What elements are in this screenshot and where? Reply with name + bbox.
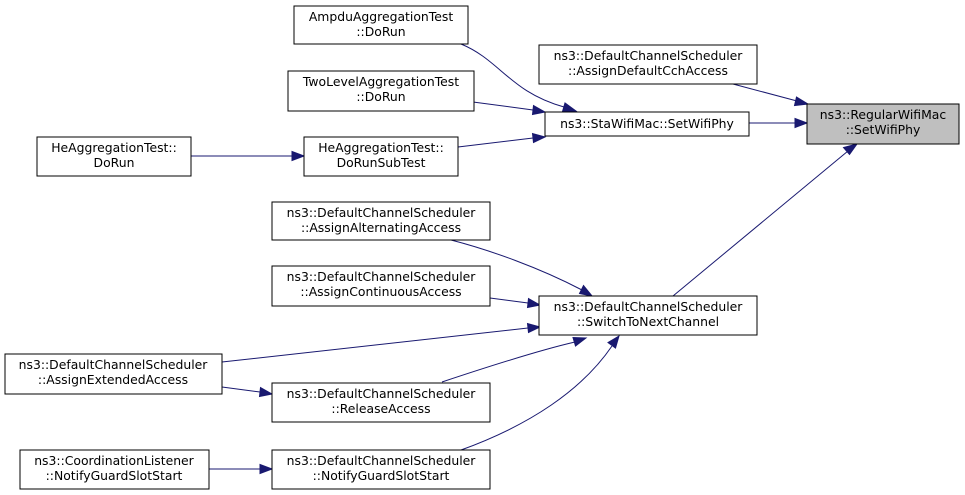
node-sta-setwifiphy-line-1: ns3::StaWifiMac::SetWifiPhy <box>560 116 734 131</box>
edge-assignextended-to-releaseaccess <box>221 386 274 398</box>
edge-he-dorunsubtest-to-sta-setwifiphy <box>457 132 547 148</box>
node-coord-notifyguard-line-2: ::NotifyGuardSlotStart <box>46 468 183 483</box>
node-ampdu-dorun-line-1: AmpduAggregationTest <box>309 9 454 24</box>
node-dcs-assigncontinuous-line-1: ns3::DefaultChannelScheduler <box>287 269 477 284</box>
node-dcs-switchtonext-line-2: ::SwitchToNextChannel <box>577 314 719 329</box>
node-dcs-assigndefaultcch-line-2: ::AssignDefaultCchAccess <box>568 63 728 78</box>
node-he-dorunsubtest[interactable]: HeAggregationTest:: DoRunSubTest <box>303 136 459 177</box>
node-he-dorunsubtest-line-1: HeAggregationTest:: <box>318 140 444 155</box>
edge-notifyguard-to-switchtonext <box>460 334 620 451</box>
node-dcs-assignextended-line-1: ns3::DefaultChannelScheduler <box>19 357 209 372</box>
edge-ampdu-dorun-to-sta-setwifiphy <box>460 43 578 113</box>
edge-assignextended-to-switchtonext <box>221 322 542 363</box>
edge-assigndefaultcch-to-regular-setwifiphy <box>732 83 810 107</box>
edge-coord-notifyguard-to-notifyguard <box>209 463 274 475</box>
node-dcs-assignalternating-line-1: ns3::DefaultChannelScheduler <box>287 205 477 220</box>
node-dcs-notifyguard[interactable]: ns3::DefaultChannelScheduler ::NotifyGua… <box>271 449 491 490</box>
node-dcs-assigncontinuous-line-2: ::AssignContinuousAccess <box>300 284 461 299</box>
node-coord-notifyguard[interactable]: ns3::CoordinationListener ::NotifyGuardS… <box>19 449 210 490</box>
node-dcs-assigndefaultcch-line-1: ns3::DefaultChannelScheduler <box>554 48 744 63</box>
node-dcs-releaseaccess[interactable]: ns3::DefaultChannelScheduler ::ReleaseAc… <box>271 382 491 423</box>
node-regular-setwifiphy-line-2: ::SetWifiPhy <box>846 122 921 137</box>
node-dcs-notifyguard-line-1: ns3::DefaultChannelScheduler <box>287 453 477 468</box>
node-he-dorun[interactable]: HeAggregationTest:: DoRun <box>36 136 192 177</box>
node-dcs-assignalternating[interactable]: ns3::DefaultChannelScheduler ::AssignAlt… <box>271 201 491 241</box>
node-twolevel-dorun-line-1: TwoLevelAggregationTest <box>302 74 459 89</box>
edge-he-dorun-to-he-dorunsubtest <box>190 150 306 162</box>
node-dcs-switchtonext-line-1: ns3::DefaultChannelScheduler <box>554 299 744 314</box>
node-he-dorun-line-2: DoRun <box>94 155 135 170</box>
node-he-dorunsubtest-line-2: DoRunSubTest <box>337 155 426 170</box>
edge-assignalternating-to-switchtonext <box>450 239 594 297</box>
node-dcs-notifyguard-line-2: ::NotifyGuardSlotStart <box>313 468 450 483</box>
node-he-dorun-line-1: HeAggregationTest:: <box>51 140 177 155</box>
node-coord-notifyguard-line-1: ns3::CoordinationListener <box>34 453 194 468</box>
node-ampdu-dorun[interactable]: AmpduAggregationTest ::DoRun <box>293 5 469 45</box>
node-regular-setwifiphy[interactable]: ns3::RegularWifiMac ::SetWifiPhy <box>806 103 960 145</box>
node-dcs-assignextended-line-2: ::AssignExtendedAccess <box>38 372 188 387</box>
node-twolevel-dorun[interactable]: TwoLevelAggregationTest ::DoRun <box>287 70 475 112</box>
node-dcs-assignextended[interactable]: ns3::DefaultChannelScheduler ::AssignExt… <box>4 353 223 395</box>
node-dcs-assigndefaultcch[interactable]: ns3::DefaultChannelScheduler ::AssignDef… <box>538 44 758 85</box>
edges-layer <box>190 43 859 475</box>
edge-assigncontinuous-to-switchtonext <box>489 297 542 309</box>
node-dcs-releaseaccess-line-1: ns3::DefaultChannelScheduler <box>287 386 477 401</box>
edge-switchtonext-to-regular-setwifiphy <box>672 143 859 297</box>
node-ampdu-dorun-line-2: ::DoRun <box>356 24 405 39</box>
node-regular-setwifiphy-line-1: ns3::RegularWifiMac <box>820 107 947 122</box>
edge-sta-setwifiphy-to-regular-setwifiphy <box>749 117 809 129</box>
node-dcs-releaseaccess-line-2: ::ReleaseAccess <box>331 401 430 416</box>
nodes-layer: ns3::RegularWifiMac ::SetWifiPhy ns3::St… <box>4 5 960 490</box>
node-twolevel-dorun-line-2: ::DoRun <box>356 89 405 104</box>
node-dcs-switchtonext[interactable]: ns3::DefaultChannelScheduler ::SwitchToN… <box>538 295 758 336</box>
edge-releaseaccess-to-switchtonext <box>441 336 588 383</box>
node-sta-setwifiphy[interactable]: ns3::StaWifiMac::SetWifiPhy <box>544 111 750 137</box>
node-dcs-assignalternating-line-2: ::AssignAlternatingAccess <box>301 220 461 235</box>
edge-twolevel-dorun-to-sta-setwifiphy <box>472 101 547 116</box>
node-dcs-assigncontinuous[interactable]: ns3::DefaultChannelScheduler ::AssignCon… <box>271 265 491 307</box>
